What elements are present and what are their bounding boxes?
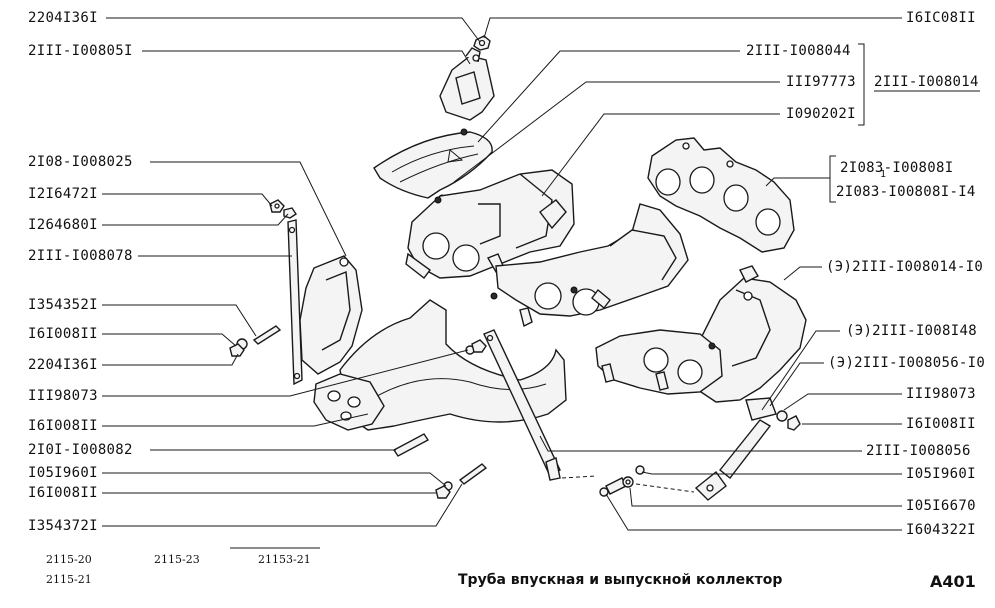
support-strut-right	[694, 397, 777, 501]
footer-model-2: 2115-23	[154, 553, 200, 566]
leader-lines	[102, 17, 980, 549]
label-left-5: I264680I	[28, 217, 98, 233]
label-left-3: 2I08-I008025	[28, 154, 133, 170]
label-edge-1: (Э)2III-I008014-I0	[826, 259, 984, 275]
fasteners	[229, 196, 801, 499]
label-right-7: I05I6670	[906, 498, 976, 514]
label-right-2: 2III-I008044	[746, 43, 851, 59]
gasket-mark: 1	[880, 169, 887, 180]
label-edge-2: (Э)2III-I008I48	[846, 323, 977, 339]
exhaust-downpipe	[299, 255, 363, 375]
label-right-1: I6IC08II	[906, 10, 976, 26]
label-left-10: III98073	[28, 388, 98, 404]
label-left-12: 2I0I-I008082	[28, 442, 133, 458]
label-left-8: I6I008II	[28, 326, 98, 342]
exhaust-collector	[313, 299, 567, 431]
gasket-label-1: 2I083-I00808I	[840, 160, 954, 176]
heat-shield	[373, 128, 493, 202]
footer-model-1: 2115-20	[46, 553, 92, 566]
intake-flange	[495, 203, 689, 328]
manifold-gasket	[647, 137, 795, 253]
label-left-13: I05I960I	[28, 465, 98, 481]
label-left-1: 2204I36I	[28, 10, 98, 26]
label-left-2: 2III-I00805I	[28, 43, 133, 59]
footer-model-3: 21153-21	[258, 553, 311, 566]
footer-model-4: 2115-21	[46, 573, 92, 586]
label-left-14: I6I008II	[28, 485, 98, 501]
nut-top	[473, 35, 491, 51]
label-left-4: I2I6472I	[28, 186, 98, 202]
label-edge-4: III98073	[906, 386, 976, 402]
assembly-label: 2III-I008014	[874, 74, 979, 90]
label-left-7: I354352I	[28, 297, 98, 313]
support-bar-left	[287, 219, 303, 386]
gasket-label-2: 2I083-I00808I-I4	[836, 184, 976, 200]
label-right-4: I090202I	[786, 106, 856, 122]
label-edge-5: I6I008II	[906, 416, 976, 432]
label-right-6: I05I960I	[906, 466, 976, 482]
intake-manifold	[405, 169, 575, 279]
label-left-15: I354372I	[28, 518, 98, 534]
diagram-title: Труба впускная и выпускной коллектор	[458, 572, 783, 588]
support-bracket-long	[483, 329, 561, 481]
label-left-9: 2204I36I	[28, 357, 98, 373]
label-left-6: 2III-I008078	[28, 248, 133, 264]
page-number: А401	[930, 572, 976, 591]
heat-shield-bracket	[439, 47, 495, 121]
exhaust-flange-lower	[595, 329, 723, 395]
label-right-5: 2III-I008056	[866, 443, 971, 459]
label-right-8: I604322I	[906, 522, 976, 538]
label-right-3: III97773	[786, 74, 856, 90]
label-left-11: I6I008II	[28, 418, 98, 434]
label-edge-3: (Э)2III-I008056-I0	[828, 355, 986, 371]
